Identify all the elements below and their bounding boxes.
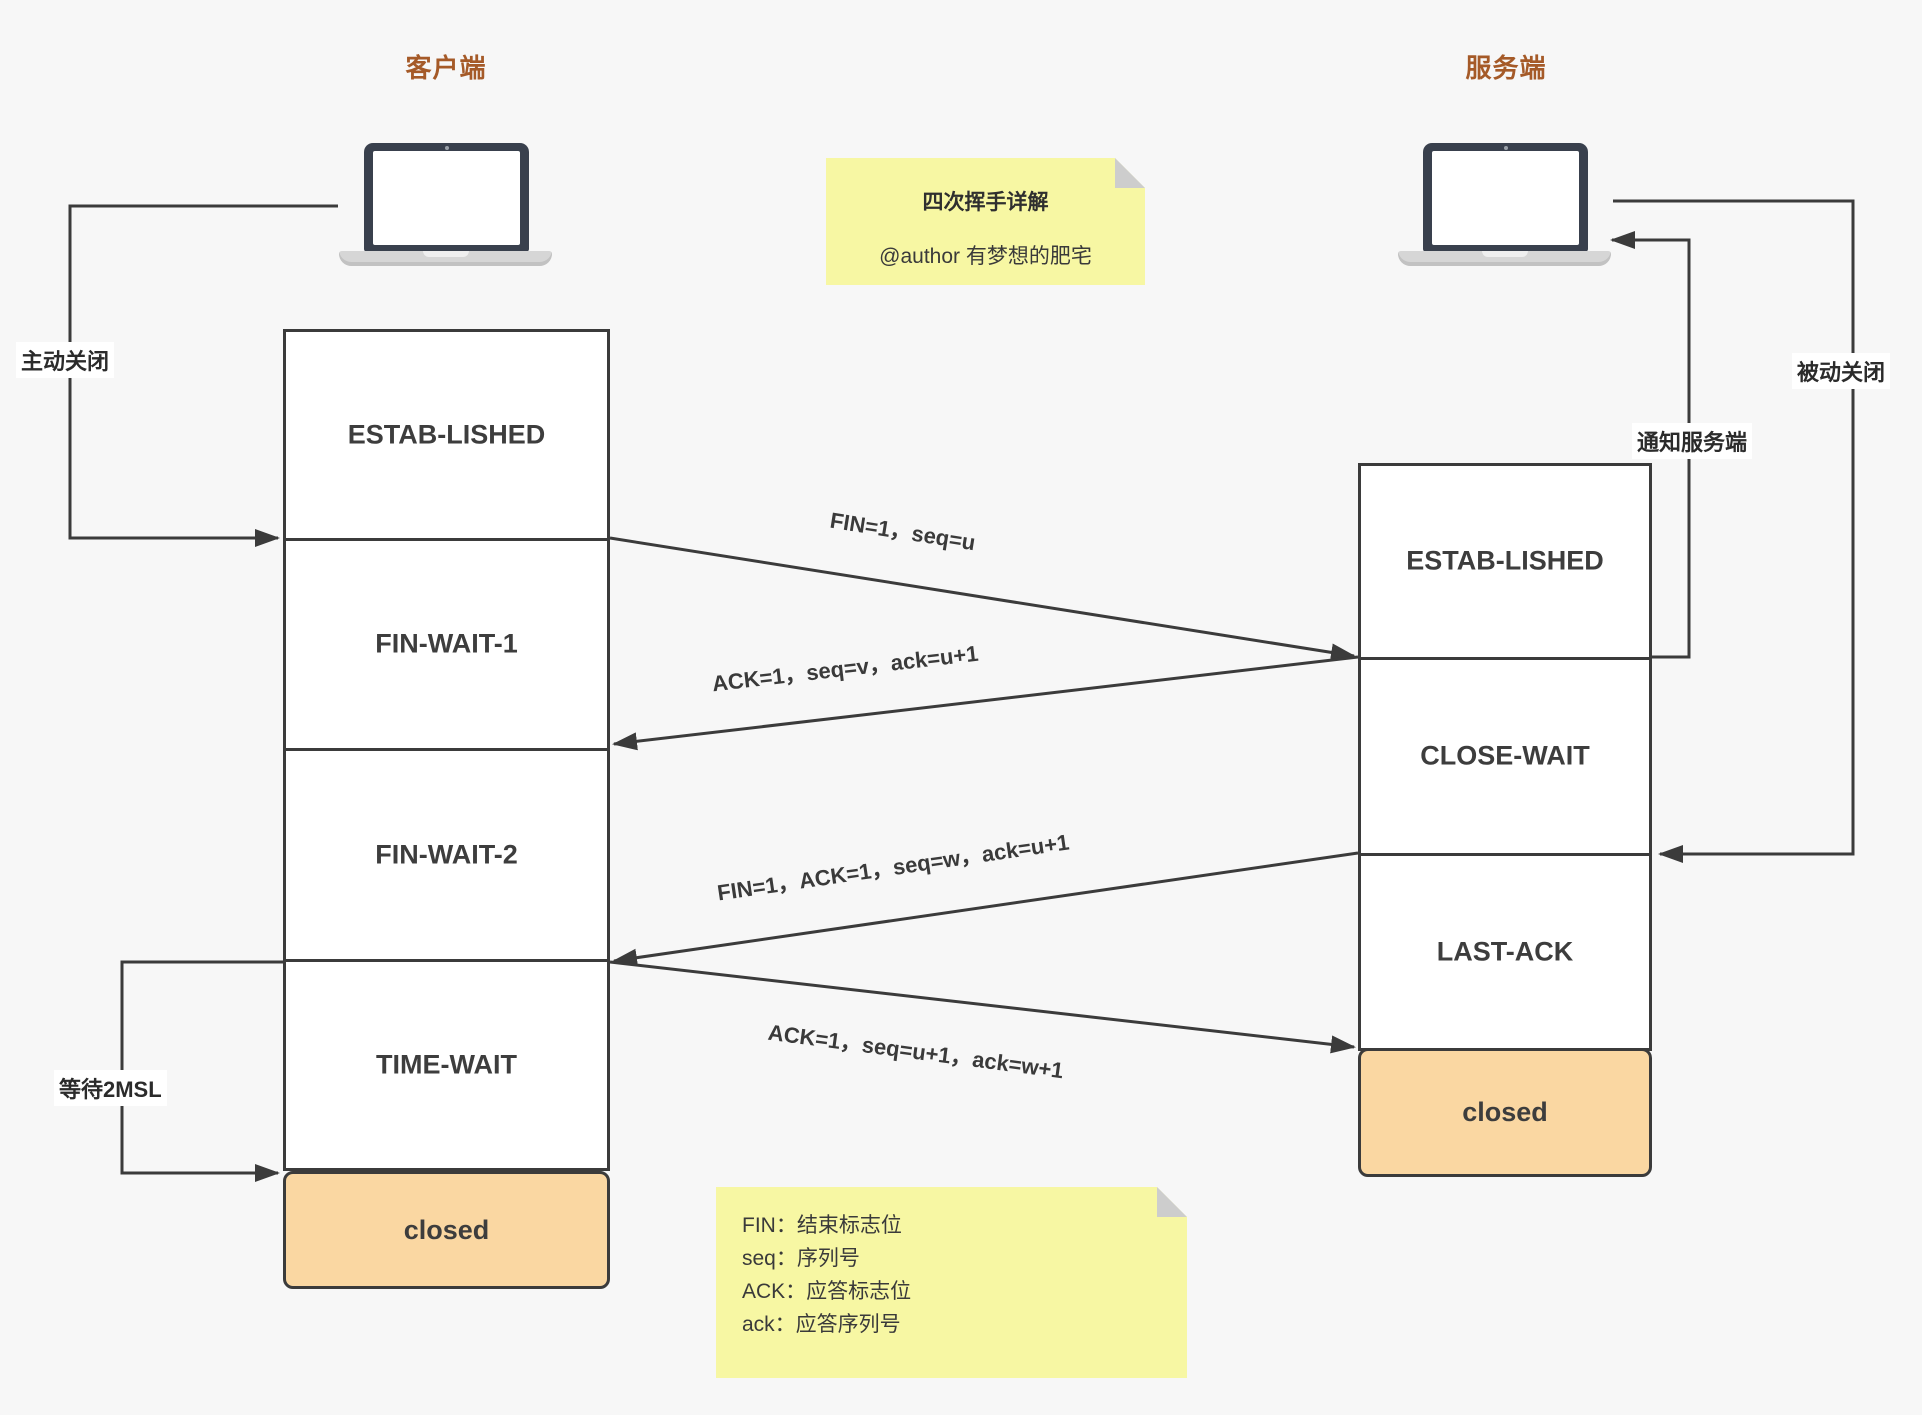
- laptop-base: [1398, 251, 1611, 266]
- client-state-time-wait: TIME-WAIT: [376, 1049, 517, 1080]
- laptop-camera-dot: [1503, 146, 1508, 150]
- client-state-fin-wait-2: FIN-WAIT-2: [375, 839, 518, 870]
- legend-line-seq: seq：序列号: [742, 1247, 860, 1270]
- laptop-base: [339, 251, 552, 266]
- state-divider: [1361, 853, 1649, 856]
- laptop-base-notch: [1481, 251, 1528, 257]
- legend-text: FIN：结束标志位 seq：序列号 ACK：应答标志位 ack：应答序列号: [742, 1209, 911, 1341]
- server-state-established: ESTAB-LISHED: [1406, 545, 1604, 576]
- legend-line-ack-num: ack：应答序列号: [742, 1313, 901, 1336]
- legend-line-ack-flag: ACK：应答标志位: [742, 1280, 912, 1303]
- client-state-fin-wait-1: FIN-WAIT-1: [375, 628, 518, 659]
- server-state-box: ESTAB-LISHED CLOSE-WAIT LAST-ACK: [1358, 463, 1652, 1051]
- server-state-closed: closed: [1358, 1048, 1652, 1177]
- note-author: @author 有梦想的肥宅: [879, 245, 1092, 268]
- state-divider: [1361, 657, 1649, 660]
- legend-line-fin: FIN：结束标志位: [742, 1214, 902, 1237]
- state-divider: [286, 748, 607, 751]
- client-state-closed: closed: [283, 1171, 610, 1289]
- server-title: 服务端: [1465, 53, 1547, 83]
- ack-arrow: [612, 655, 1359, 751]
- laptop-camera-dot: [444, 146, 449, 150]
- note-title: 四次挥手详解: [922, 191, 1049, 214]
- title-note: 四次挥手详解 @author 有梦想的肥宅: [826, 158, 1145, 285]
- laptop-base-notch: [422, 251, 469, 257]
- state-divider: [286, 538, 607, 541]
- laptop-screen: [1432, 151, 1579, 245]
- fin-ack-arrow: [612, 851, 1359, 967]
- client-state-box: ESTAB-LISHED FIN-WAIT-1 FIN-WAIT-2 TIME-…: [283, 329, 610, 1171]
- laptop-screen: [373, 151, 520, 245]
- server-state-last-ack: LAST-ACK: [1436, 936, 1574, 967]
- state-divider: [286, 959, 607, 962]
- wait-2msl-label: 等待2MSL: [54, 1070, 167, 1106]
- last-ack-arrow: [609, 960, 1356, 1054]
- client-title: 客户端: [405, 53, 487, 83]
- legend-note: FIN：结束标志位 seq：序列号 ACK：应答标志位 ack：应答序列号: [716, 1187, 1187, 1378]
- active-close-label: 主动关闭: [16, 342, 115, 378]
- notify-server-label: 通知服务端: [1632, 423, 1753, 459]
- server-state-close-wait: CLOSE-WAIT: [1420, 740, 1590, 771]
- client-state-established: ESTAB-LISHED: [347, 419, 546, 450]
- note-fold-icon: [1115, 158, 1145, 188]
- wait-2msl-connector: [120, 960, 283, 1182]
- laptop-screen-frame: [364, 143, 529, 252]
- fin-arrow: [609, 536, 1356, 662]
- laptop-screen-frame: [1423, 143, 1588, 252]
- passive-close-connector: [1613, 199, 1855, 863]
- passive-close-label: 被动关闭: [1792, 353, 1891, 389]
- note-fold-icon: [1157, 1187, 1187, 1217]
